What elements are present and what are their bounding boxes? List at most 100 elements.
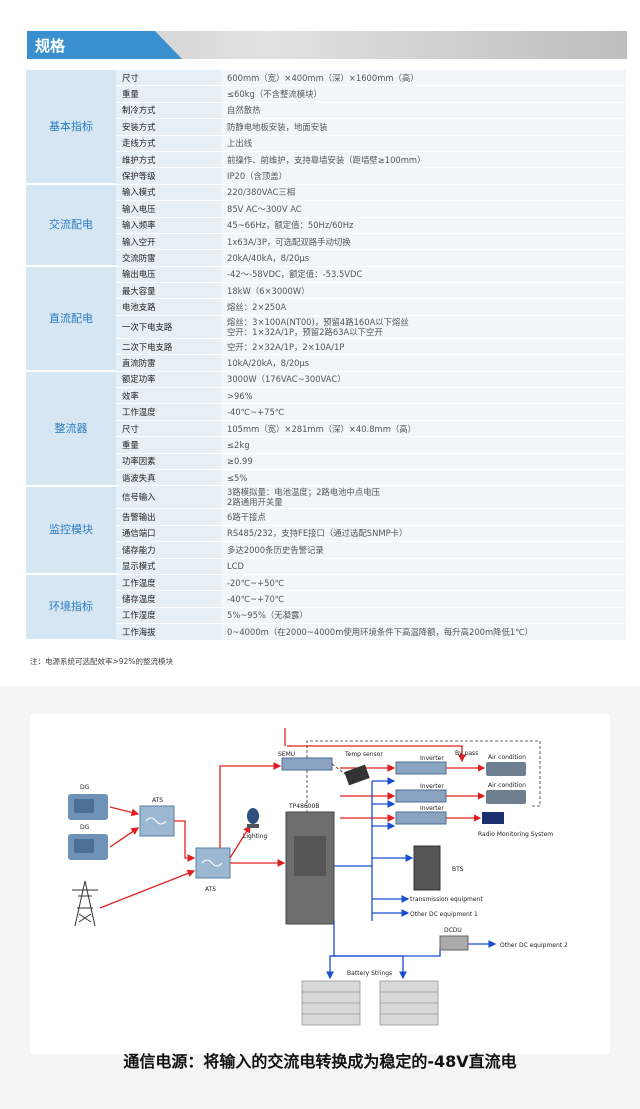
spec-header: 规格 [27,31,627,59]
spec-key: 效率 [116,387,221,405]
spec-value-line: ≤60kg（不含整流模块） [227,89,322,100]
spec-key: 尺寸 [116,70,221,87]
spec-value: 防静电地板安装，地面安装 [221,118,626,136]
air-condition-1-icon [486,762,526,776]
spec-value: ≤5% [221,469,626,487]
spec-key: 一次下电支路 [116,315,221,339]
spec-group-name: 监控模块 [26,485,116,576]
spec-value-line: IP20（含顶盖） [227,171,288,182]
spec-row: 效率 >96% [26,387,626,405]
spec-value: ≤2kg [221,436,626,454]
spec-value-line: RS485/232，支持FE接口（通过选配SNMP卡） [227,528,408,539]
spec-row: 直流配电输出电压-42～-58VDC，额定值：-53.5VDC [26,266,626,373]
spec-value: 0~4000m（在2000~4000m使用环境条件下高温降额，每升高200m降低… [221,623,626,641]
air1-label: Air condition [488,754,526,761]
spec-group-name: 整流器 [26,371,116,487]
spec-value: 85V AC～300V AC [221,200,626,218]
inverter3-label: Inverter [420,805,444,812]
spec-key: 储存能力 [116,541,221,559]
spec-value-line: >96% [227,390,253,401]
spec-value-line: 熔丝：3×100A(NT00)，预留4路160A以下熔丝 [227,316,409,327]
spec-key: 工作温度 [116,574,221,592]
spec-key: 告警输出 [116,508,221,526]
spec-value: LCD [221,558,626,575]
spec-value-line: 1x63A/3P，可选配双路手动切换 [227,236,351,247]
spec-key: 储存温度 [116,590,221,608]
ats2-wave-icon [201,859,223,867]
spec-header-tab: 规格 [27,31,182,59]
spec-value-line: 空开：2×32A/1P，2×10A/1P [227,341,345,352]
spec-value-line: 空开：1×32A/1P，预留2路63A以下空开 [227,326,383,337]
spec-key: 功率因素 [116,453,221,470]
spec-value-line: 前操作、前维护，支持靠墙安装（距墙壁≥100mm） [227,154,426,165]
spec-row: 二次下电支路空开：2×32A/1P，2×10A/1P [26,338,626,356]
inverter2-label: Inverter [420,783,444,790]
spec-key: 显示模式 [116,558,221,575]
lighting-label: Lighting [243,833,267,840]
spec-value-line: 220/380VAC三相 [227,187,296,198]
spec-value: 1x63A/3P，可选配双路手动切换 [221,233,626,251]
spec-group-name: 基本指标 [26,70,116,186]
dg2-label: DG [80,824,90,831]
spec-row: 重量≤2kg [26,436,626,454]
spec-key: 直流防雷 [116,354,221,372]
radio-monitor-icon [482,812,504,824]
spec-key: 二次下电支路 [116,338,221,356]
bts-label: BTS [452,866,464,873]
spec-row: 输入频率 45~66Hz，额定值：50Hz/60Hz [26,217,626,234]
spec-key: 尺寸 [116,420,221,438]
spec-key: 信号输入 [116,485,221,510]
spec-key: 输入模式 [116,184,221,202]
spec-value-line: 45~66Hz，额定值：50Hz/60Hz [227,220,354,231]
spec-key: 重量 [116,85,221,103]
battery-strings-icon [301,980,439,1026]
spec-value: IP20（含顶盖） [221,167,626,185]
spec-row: 谐波失真≤5% [26,469,626,487]
spec-value-line: 5%~95%（无凝露） [227,610,308,621]
air2-label: Air condition [488,782,526,789]
spec-value-line: -20℃~+50℃ [227,577,285,588]
semu-box [281,757,333,771]
spec-row: 安装方式防静电地板安装，地面安装 [26,118,626,136]
spec-row: 储存温度-40℃~+70℃ [26,590,626,608]
inverter-out-lines [446,764,486,822]
spec-row: 走线方式上出线 [26,135,626,152]
spec-value-line: 18kW（6×3000W） [227,285,310,296]
spec-key: 通信端口 [116,525,221,543]
spec-key: 保护等级 [116,167,221,185]
spec-row: 重量 ≤60kg（不含整流模块） [26,85,626,103]
ats1-wave-icon [145,817,167,825]
spec-group-name: 环境指标 [26,574,116,641]
spec-key: 谐波失真 [116,469,221,487]
spec-value-line: 20kA/40kA，8/20μs [227,252,310,263]
spec-key: 输入频率 [116,217,221,234]
spec-value-line: 105mm（宽）×281mm（深）×40.8mm（高） [227,423,416,434]
spec-key: 额定功率 [116,371,221,389]
spec-value: ≥0.99 [221,453,626,470]
spec-value-line: 防静电地板安装，地面安装 [227,121,328,132]
transmission-label: transmission equipment [410,896,483,903]
spec-row: 工作温度-40℃~+75℃ [26,403,626,421]
system-diagram-svg: DG DG ATS ATS [30,714,610,1054]
dcdu-box [439,935,469,951]
power-pylon-icon [72,880,98,927]
ats1-label: ATS [152,797,163,804]
spec-value: -20℃~+50℃ [221,574,626,592]
spec-key: 安装方式 [116,118,221,136]
spec-value-line: 3000W（176VAC~300VAC） [227,374,346,385]
spec-key: 工作湿度 [116,607,221,625]
spec-value: RS485/232，支持FE接口（通过选配SNMP卡） [221,525,626,543]
spec-value: 前操作、前维护，支持靠墙安装（距墙壁≥100mm） [221,151,626,169]
spec-key: 工作海拔 [116,623,221,641]
spec-value: 6路干接点 [221,508,626,526]
spec-row: 工作湿度 5%~95%（无凝露） [26,607,626,625]
spec-value: 自然散热 [221,102,626,120]
spec-value-line: 上出线 [227,138,253,149]
